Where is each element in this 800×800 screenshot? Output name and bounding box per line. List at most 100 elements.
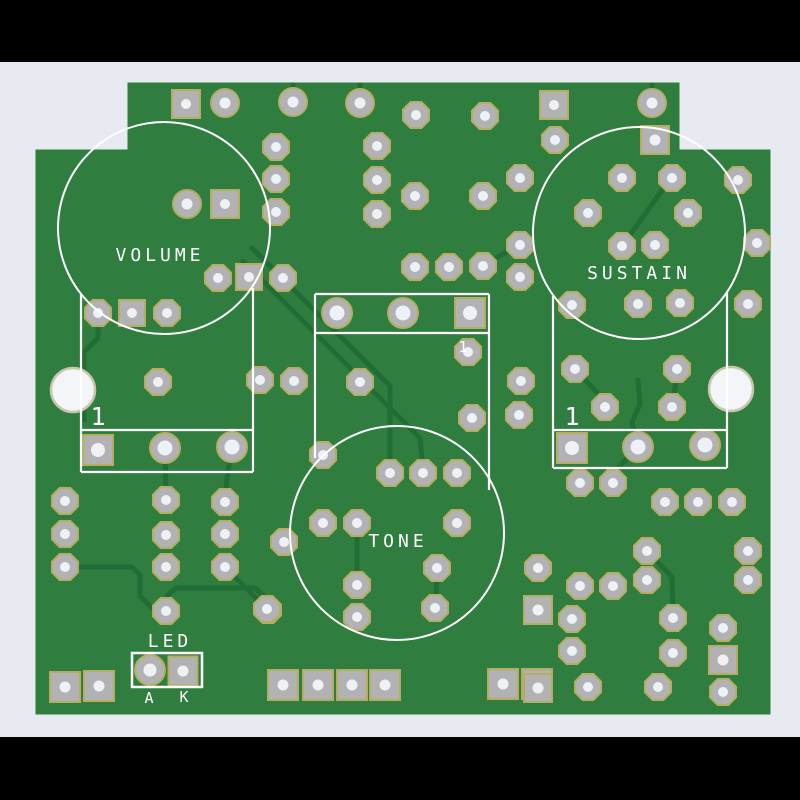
pad-drill-hole	[675, 298, 685, 308]
tone-label: TONE	[368, 531, 427, 552]
pad-drill-hole	[277, 679, 289, 691]
pad-drill-hole	[743, 575, 753, 585]
pad-drill-hole	[660, 497, 670, 507]
led-anode-label: A	[144, 689, 153, 707]
pad-drill-hole	[346, 679, 358, 691]
pad-drill-hole	[355, 377, 365, 387]
pad-drill-hole	[515, 272, 525, 282]
pad-drill-hole	[219, 97, 231, 109]
pad-drill-hole	[418, 468, 428, 478]
pad-drill-hole	[224, 439, 240, 455]
pad-drill-hole	[514, 410, 524, 420]
pad-drill-hole	[127, 308, 137, 318]
pad-square	[336, 669, 368, 701]
pad-drill-hole	[318, 518, 328, 528]
pad-drill-hole	[354, 97, 366, 109]
pad-drill-hole	[532, 682, 544, 694]
pad-drill-hole	[733, 175, 743, 185]
pad-drill-hole	[717, 654, 729, 666]
pad-drill-hole	[463, 306, 477, 320]
pad-drill-hole	[752, 238, 762, 248]
pad-square	[487, 668, 519, 700]
pad-drill-hole	[59, 681, 71, 693]
pad-square	[267, 669, 299, 701]
pad-drill-hole	[650, 240, 660, 250]
pad-drill-hole	[667, 173, 677, 183]
pad-drill-hole	[608, 581, 618, 591]
sustain-label: SUSTAIN	[587, 263, 691, 284]
pad-drill-hole	[608, 478, 618, 488]
pad-drill-hole	[630, 439, 646, 455]
pad-drill-hole	[567, 646, 577, 656]
pad-drill-hole	[642, 546, 652, 556]
pad-drill-hole	[718, 623, 728, 633]
pad-drill-hole	[352, 518, 362, 528]
pad-drill-hole	[287, 96, 299, 108]
pad-drill-hole	[550, 135, 560, 145]
pad-drill-hole	[672, 364, 682, 374]
pad-drill-hole	[478, 261, 488, 271]
pad-drill-hole	[743, 299, 753, 309]
pad-drill-hole	[161, 495, 171, 505]
pad-drill-hole	[255, 375, 265, 385]
pad-drill-hole	[271, 174, 281, 184]
sustain-pin1-label: 1	[564, 402, 579, 431]
pad-drill-hole	[567, 614, 577, 624]
pad-drill-hole	[181, 198, 193, 210]
pad-drill-hole	[271, 142, 281, 152]
pad-drill-hole	[430, 603, 440, 613]
pad-drill-hole	[372, 175, 382, 185]
letterbox-bottom-band	[0, 737, 800, 800]
pad-drill-hole	[463, 347, 473, 357]
pad-drill-hole	[452, 468, 462, 478]
pad-drill-hole	[570, 364, 580, 374]
pad-drill-hole	[567, 300, 577, 310]
pad-drill-hole	[220, 199, 230, 209]
pad-drill-hole	[565, 441, 579, 455]
pad-drill-hole	[244, 272, 254, 282]
pad-drill-hole	[372, 209, 382, 219]
pad-drill-hole	[693, 497, 703, 507]
pad-square	[640, 125, 670, 155]
pad-drill-hole	[329, 305, 345, 321]
pad-drill-hole	[312, 679, 324, 691]
pad-drill-hole	[181, 99, 191, 109]
pad-drill-hole	[220, 562, 230, 572]
pad-drill-hole	[617, 173, 627, 183]
pad-drill-hole	[668, 613, 678, 623]
pad-drill-hole	[646, 97, 658, 109]
led-cathode-label: K	[179, 688, 188, 706]
pad-drill-hole	[410, 191, 420, 201]
pad-drill-hole	[162, 308, 172, 318]
pad-drill-hole	[515, 240, 525, 250]
pad-drill-hole	[432, 563, 442, 573]
ic-pin1-marker: 1	[458, 338, 467, 356]
pad-drill-hole	[91, 443, 105, 457]
pad-drill-hole	[161, 562, 171, 572]
pad-drill-hole	[575, 581, 585, 591]
pad-drill-hole	[683, 208, 693, 218]
pad-drill-hole	[157, 440, 173, 456]
volume-pin1-label: 1	[90, 402, 105, 431]
pad-drill-hole	[633, 299, 643, 309]
pad-drill-hole	[718, 687, 728, 697]
pad-drill-hole	[161, 530, 171, 540]
pad-drill-hole	[177, 665, 189, 677]
mounting-hole	[49, 366, 97, 414]
pad-drill-hole	[352, 612, 362, 622]
mounting-hole	[707, 365, 755, 413]
pad-drill-hole	[289, 376, 299, 386]
pad-drill-hole	[352, 580, 362, 590]
pad-drill-hole	[667, 402, 677, 412]
pad-drill-hole	[372, 141, 382, 151]
pad-drill-hole	[515, 173, 525, 183]
pad-drill-hole	[533, 563, 543, 573]
pad-drill-hole	[411, 110, 421, 120]
pad-drill-hole	[452, 518, 462, 528]
led-outline	[130, 651, 204, 689]
pad-drill-hole	[220, 497, 230, 507]
volume-label: VOLUME	[115, 245, 204, 266]
pad-drill-hole	[385, 468, 395, 478]
